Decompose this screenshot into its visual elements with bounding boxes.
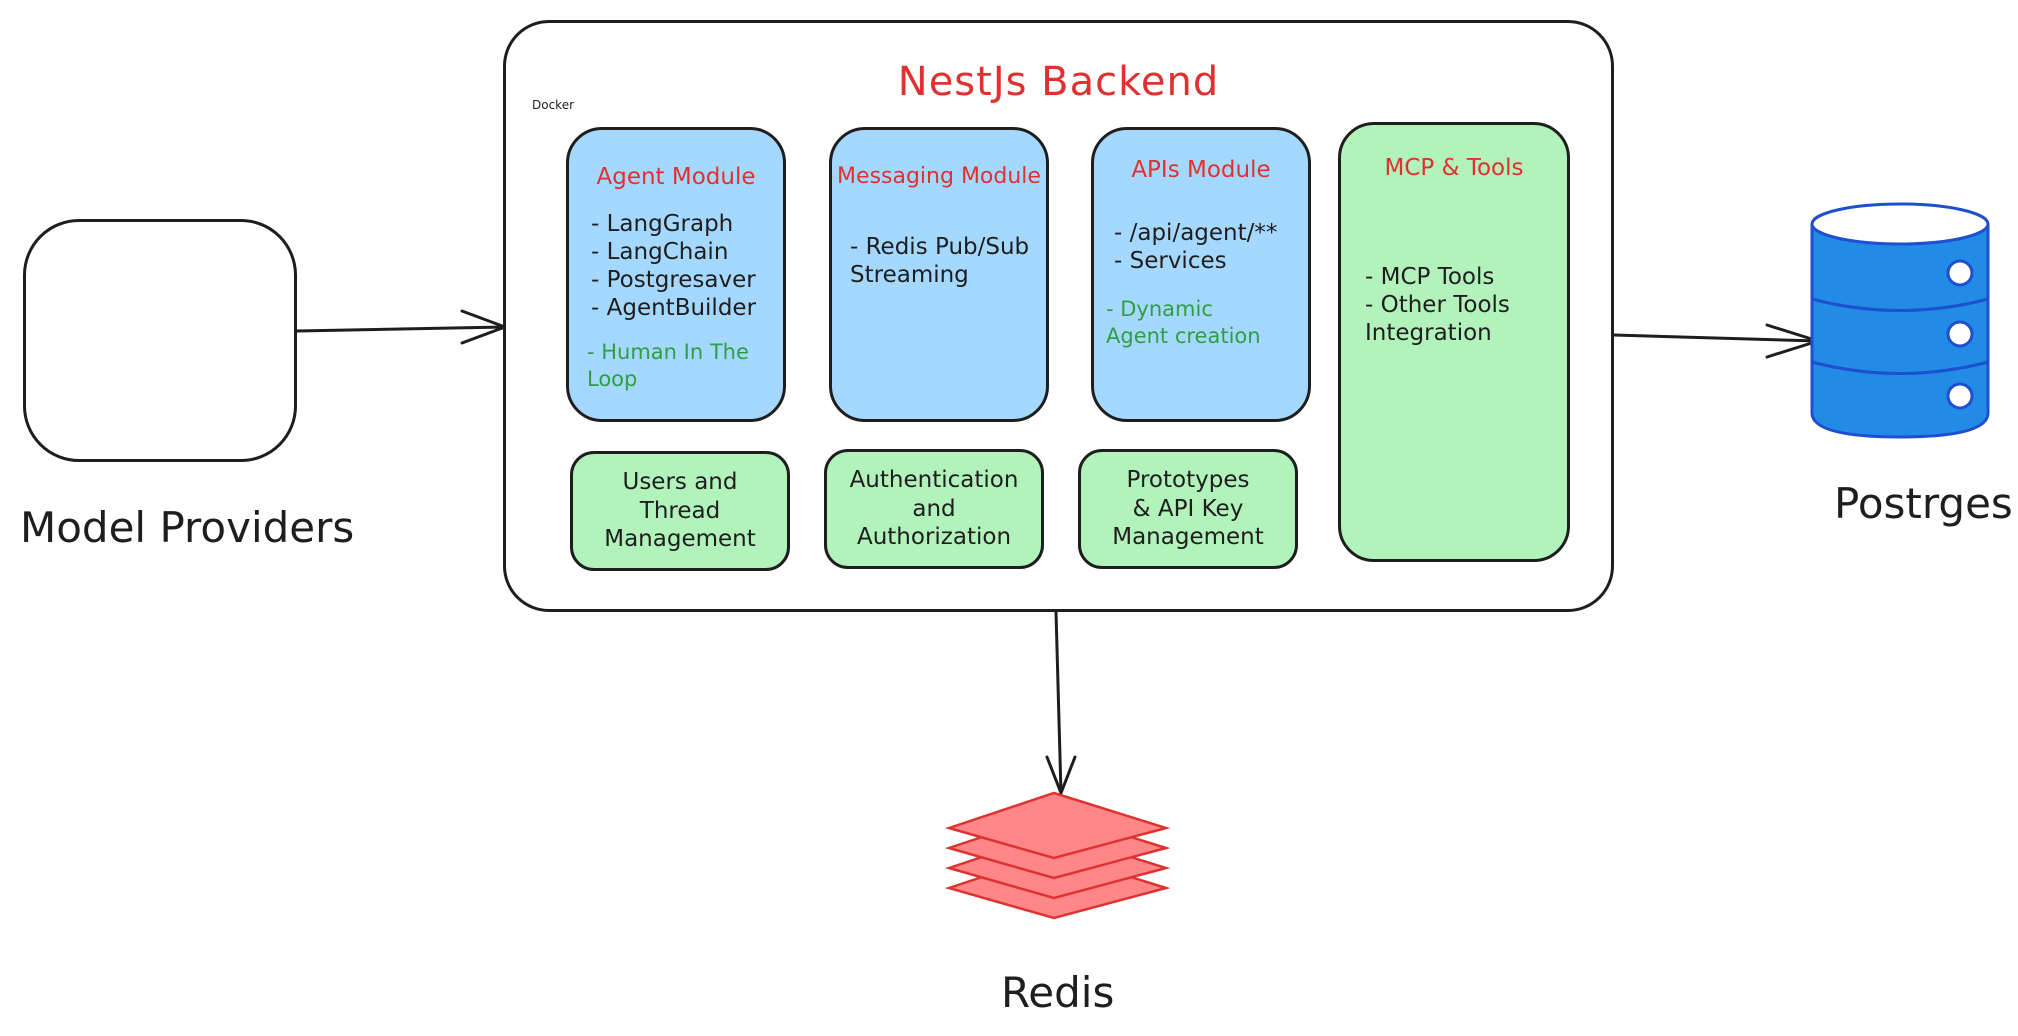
agent-module-note: - Human In The Loop	[587, 340, 749, 392]
docker-label: Docker	[532, 98, 575, 112]
postgres-label: Postrges	[1834, 479, 2013, 528]
agent-module-title: Agent Module	[596, 164, 756, 190]
mcp-tools-title: MCP & Tools	[1384, 155, 1524, 181]
redis-icon	[944, 791, 1171, 920]
backend-title: NestJs Backend	[897, 59, 1220, 105]
messaging-module-items: - Redis Pub/Sub Streaming	[850, 234, 1030, 289]
apis-module-note: - Dynamic Agent creation	[1106, 297, 1261, 349]
agent-module-items: - LangGraph - LangChain - Postgresaver -…	[591, 211, 757, 322]
prototypes-api-key-management: Prototypes & API Key Management	[1078, 449, 1298, 569]
messaging-module: Messaging Module - Redis Pub/Sub Streami…	[829, 127, 1049, 422]
mcp-tools-module: MCP & Tools - MCP Tools - Other Tools In…	[1338, 122, 1570, 562]
model-providers-label: Model Providers	[20, 503, 355, 552]
arrow-providers-to-backend	[295, 309, 507, 345]
arrow-backend-to-redis	[1045, 610, 1077, 795]
database-icon	[1810, 202, 1990, 439]
users-thread-management: Users and Thread Management	[570, 451, 790, 571]
arrow-backend-to-postgres	[1612, 323, 1820, 359]
mcp-tools-items: - MCP Tools - Other Tools Integration	[1365, 264, 1510, 347]
messaging-module-title: Messaging Module	[837, 164, 1041, 189]
agent-module: Agent Module - LangGraph - LangChain - P…	[566, 127, 786, 422]
authentication-authorization: Authentication and Authorization	[824, 449, 1044, 569]
redis-label: Redis	[1001, 968, 1115, 1017]
apis-module-title: APIs Module	[1131, 157, 1271, 183]
model-providers-card	[23, 219, 297, 462]
apis-module-items: - /api/agent/** - Services	[1114, 220, 1278, 275]
apis-module: APIs Module - /api/agent/** - Services -…	[1091, 127, 1311, 422]
